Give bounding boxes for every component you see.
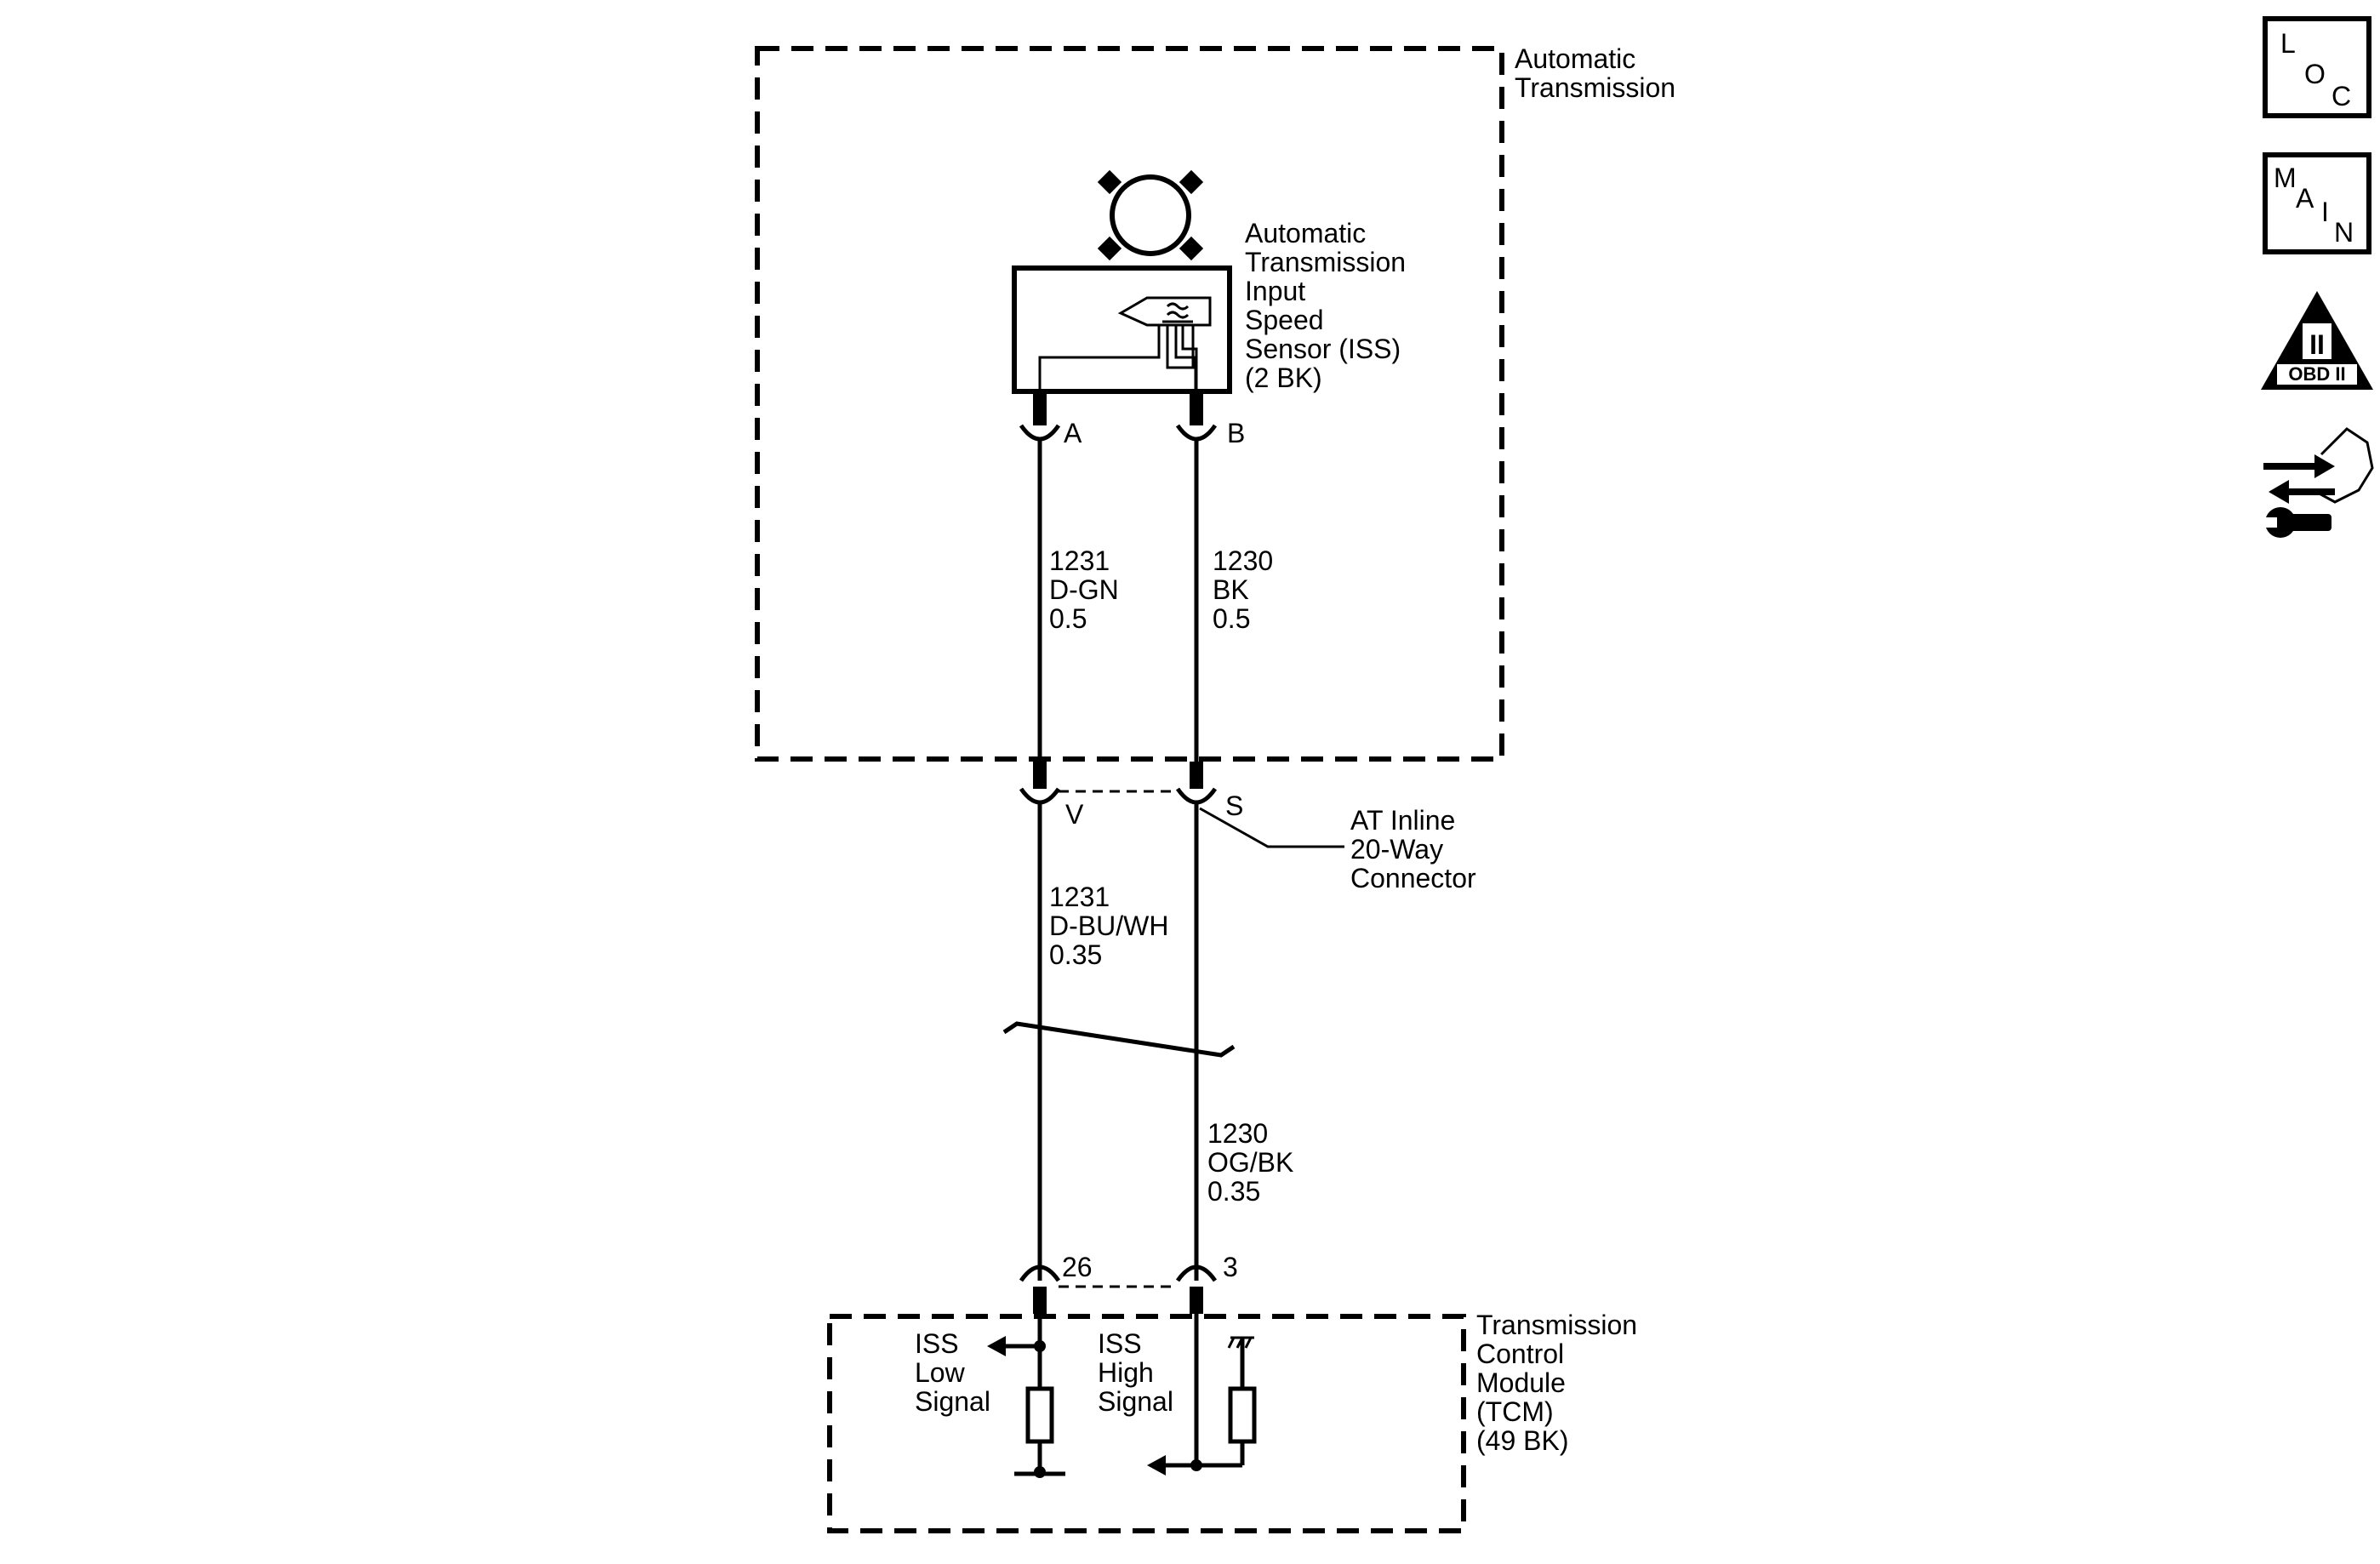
svg-text:C: C — [2331, 81, 2351, 111]
svg-text:M: M — [2274, 163, 2297, 193]
twisted-pair-symbol — [1002, 1021, 1236, 1058]
svg-text:0.35: 0.35 — [1207, 1176, 1260, 1207]
tcm-label: Transmission Control Module (TCM) (49 BK… — [1476, 1310, 1637, 1456]
sensor-symbol-icon — [1097, 169, 1204, 261]
wire-1230-upper-label: 1230 BK 0.5 — [1213, 545, 1273, 634]
loc-icon[interactable]: L O C — [2263, 16, 2371, 118]
svg-text:D-BU/WH: D-BU/WH — [1049, 910, 1168, 941]
svg-text:Transmission: Transmission — [1245, 247, 1406, 277]
svg-text:Signal: Signal — [1098, 1386, 1173, 1417]
svg-text:0.35: 0.35 — [1049, 939, 1102, 970]
svg-text:Transmission: Transmission — [1515, 72, 1675, 103]
svg-text:O: O — [2304, 59, 2326, 89]
iss-sensor-label: Automatic Transmission Input Speed Senso… — [1245, 218, 1406, 393]
svg-text:OBD II: OBD II — [2288, 363, 2345, 385]
svg-text:Signal: Signal — [915, 1386, 990, 1417]
svg-text:0.5: 0.5 — [1049, 603, 1087, 634]
iss-low-circuit — [987, 1314, 1065, 1478]
inline-connector: V S — [1019, 762, 1243, 830]
svg-text:26: 26 — [1062, 1252, 1093, 1282]
svg-text:Connector: Connector — [1350, 863, 1476, 893]
svg-text:II: II — [2309, 329, 2325, 360]
svg-text:(TCM): (TCM) — [1476, 1396, 1554, 1427]
svg-text:I: I — [2321, 197, 2329, 227]
svg-text:1230: 1230 — [1207, 1118, 1268, 1149]
svg-text:Automatic: Automatic — [1245, 218, 1366, 248]
diagnostic-tool-icon[interactable] — [2263, 427, 2374, 538]
iss-high-signal-label: ISS High Signal — [1098, 1328, 1173, 1417]
svg-text:Low: Low — [915, 1357, 966, 1388]
svg-text:1231: 1231 — [1049, 545, 1110, 576]
svg-text:V: V — [1065, 799, 1084, 830]
svg-text:B: B — [1227, 418, 1245, 448]
svg-text:High: High — [1098, 1357, 1154, 1388]
svg-text:A: A — [2296, 183, 2314, 214]
svg-text:Transmission: Transmission — [1476, 1310, 1637, 1340]
svg-text:Sensor (ISS): Sensor (ISS) — [1245, 334, 1401, 364]
iss-high-circuit — [1147, 1314, 1257, 1476]
wire-1230-lower-label: 1230 OG/BK 0.35 — [1207, 1118, 1293, 1207]
inline-connector-label: AT Inline 20-Way Connector — [1350, 805, 1476, 893]
svg-text:S: S — [1225, 791, 1243, 821]
automatic-transmission-boundary — [755, 46, 1504, 762]
wire-1231-upper-label: 1231 D-GN 0.5 — [1049, 545, 1119, 634]
sensor-pin-a: A — [1019, 391, 1082, 448]
svg-text:OG/BK: OG/BK — [1207, 1147, 1293, 1178]
svg-text:BK: BK — [1213, 574, 1249, 605]
tcm-boundary — [827, 1314, 1466, 1533]
svg-text:Input: Input — [1245, 276, 1305, 306]
svg-text:D-GN: D-GN — [1049, 574, 1119, 605]
svg-text:A: A — [1064, 418, 1082, 448]
svg-text:3: 3 — [1223, 1252, 1238, 1282]
svg-text:0.5: 0.5 — [1213, 603, 1250, 634]
svg-text:Control: Control — [1476, 1339, 1564, 1369]
sensor-element-icon — [1038, 296, 1212, 391]
svg-text:Speed: Speed — [1245, 305, 1324, 335]
svg-text:1231: 1231 — [1049, 882, 1110, 912]
svg-text:AT Inline: AT Inline — [1350, 805, 1455, 836]
svg-text:1230: 1230 — [1213, 545, 1273, 576]
svg-text:Module: Module — [1476, 1367, 1566, 1398]
obd-ii-icon[interactable]: II OBD II — [2261, 291, 2373, 390]
sensor-pin-b: B — [1175, 391, 1245, 448]
svg-text:Automatic: Automatic — [1515, 43, 1635, 74]
inline-connector-leader — [1199, 807, 1344, 848]
svg-text:ISS: ISS — [1098, 1328, 1142, 1359]
iss-low-signal-label: ISS Low Signal — [915, 1328, 990, 1417]
svg-text:20-Way: 20-Way — [1350, 834, 1443, 865]
svg-text:(2 BK): (2 BK) — [1245, 362, 1322, 393]
svg-text:(49 BK): (49 BK) — [1476, 1425, 1568, 1456]
main-icon[interactable]: M A I N — [2263, 152, 2371, 254]
svg-text:L: L — [2280, 28, 2296, 59]
svg-text:ISS: ISS — [915, 1328, 959, 1359]
tcm-connector: 26 3 — [1019, 1252, 1238, 1314]
wire-1231-lower-label: 1231 D-BU/WH 0.35 — [1049, 882, 1168, 970]
svg-text:N: N — [2334, 217, 2354, 248]
automatic-transmission-label: Automatic Transmission — [1515, 43, 1675, 103]
